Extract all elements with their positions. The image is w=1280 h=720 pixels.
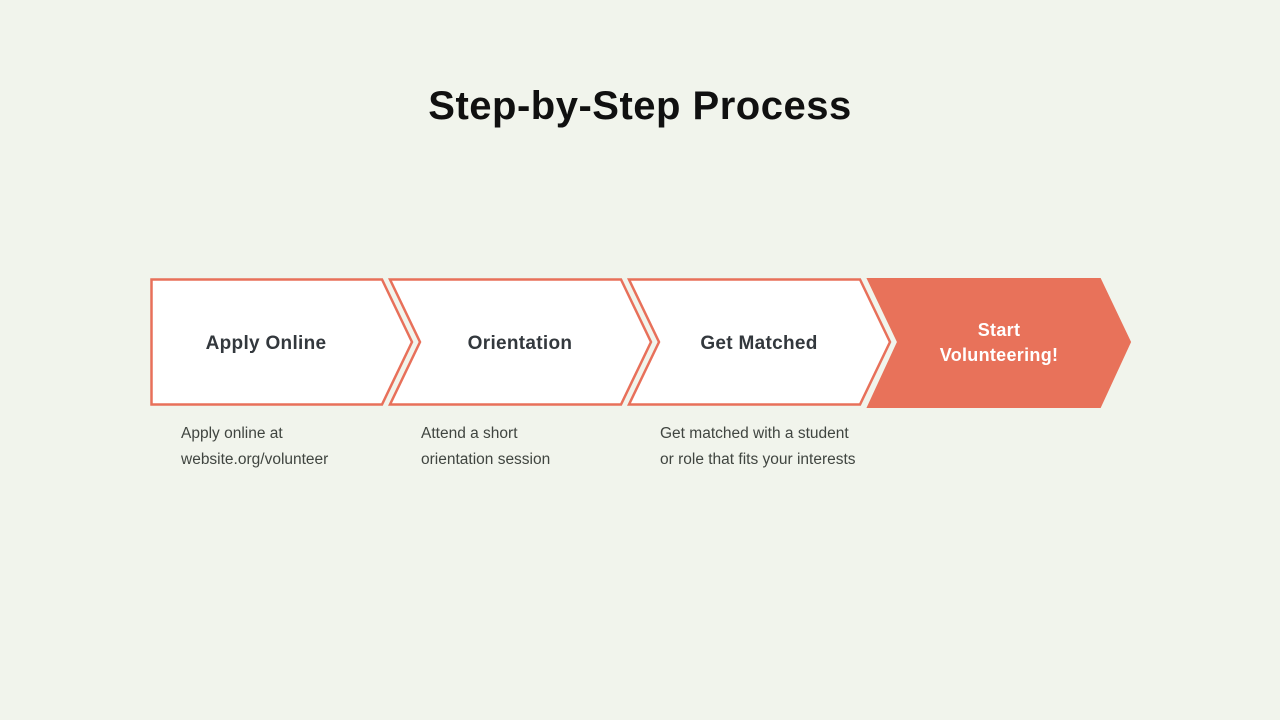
chevron-shapes [150, 278, 1132, 408]
chevron-shape-start-volunteering [866, 278, 1132, 408]
step-description-orientation: Attend a short orientation session [421, 425, 551, 468]
chevron-shape-get-matched [627, 278, 892, 406]
step-label-start-volunteering: Start Volunteering! [939, 320, 1059, 365]
step-description-apply-online: Apply online at website.org/volunteer [181, 425, 329, 468]
step-description-get-matched: Get matched with a student or role that … [660, 425, 856, 468]
chevron-shape-orientation [388, 278, 653, 406]
step-label-apply-online: Apply Online [205, 332, 327, 354]
chevron-shape-apply-online [150, 278, 414, 406]
process-flow: Apply Online Orientation Get Matched Sta… [150, 278, 1140, 408]
page-title: Step-by-Step Process [428, 84, 852, 128]
step-label-orientation: Orientation [467, 332, 573, 354]
step-label-get-matched: Get Matched [700, 332, 818, 354]
